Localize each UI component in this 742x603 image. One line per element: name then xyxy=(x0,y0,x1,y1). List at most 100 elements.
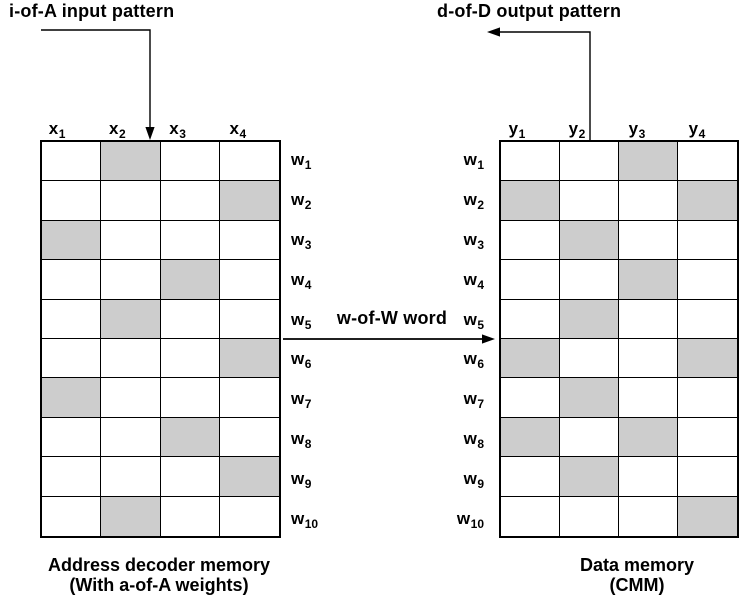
grid-cell xyxy=(219,260,279,300)
column-header-label: x1 xyxy=(48,119,66,141)
grid-cell xyxy=(101,260,161,300)
row-label: w7 xyxy=(428,379,484,419)
grid-cell xyxy=(160,181,220,221)
row-label-text: w9 xyxy=(463,468,484,491)
grid-cell xyxy=(501,339,560,379)
left-caption-line2: (With a-of-A weights) xyxy=(69,575,249,595)
grid-cell xyxy=(160,142,220,182)
grid-cell xyxy=(160,417,220,458)
grid-cell xyxy=(619,378,678,418)
column-header-label: y4 xyxy=(688,119,706,141)
row-label: w3 xyxy=(428,220,484,260)
left-grid-column-headers: x1 x2 x3 x4 xyxy=(27,110,268,141)
right-grid-caption: Data memory (CMM) xyxy=(517,555,742,595)
row-label-text: w1 xyxy=(291,150,312,173)
row-label-text: w5 xyxy=(291,309,312,332)
row-label-text: w2 xyxy=(291,190,312,213)
grid-cell xyxy=(560,417,619,458)
grid-cell xyxy=(501,417,560,458)
row-label: w4 xyxy=(428,259,484,299)
grid-cell xyxy=(219,417,279,458)
grid-cell xyxy=(101,299,161,339)
grid-cell xyxy=(160,496,220,536)
grid-cell xyxy=(101,417,161,458)
grid-cell xyxy=(42,299,102,339)
grid-cell xyxy=(501,299,560,339)
grid-cell xyxy=(219,496,279,536)
grid-cell xyxy=(619,496,678,536)
grid-cell xyxy=(219,142,279,182)
row-label: w3 xyxy=(291,220,337,260)
grid-cell xyxy=(160,299,220,339)
grid-cell xyxy=(101,181,161,221)
left-caption-line1: Address decoder memory xyxy=(47,555,271,575)
grid-cell xyxy=(501,260,560,300)
output-pattern-label: d-of-D output pattern xyxy=(437,1,622,21)
row-label-text: w4 xyxy=(291,269,312,292)
grid-cell xyxy=(501,378,560,418)
column-header-label: x4 xyxy=(229,119,247,141)
row-label-text: w10 xyxy=(291,508,319,531)
grid-cell xyxy=(678,299,737,339)
grid-cell xyxy=(678,142,737,182)
row-label-text: w7 xyxy=(291,389,312,412)
grid-cell xyxy=(42,339,102,379)
grid-cell xyxy=(560,339,619,379)
grid-cell xyxy=(42,378,102,418)
grid-cell xyxy=(619,339,678,379)
grid-cell xyxy=(219,299,279,339)
grid-cell xyxy=(501,496,560,536)
row-label: w5 xyxy=(428,299,484,339)
left-grid-caption: Address decoder memory (With a-of-A weig… xyxy=(38,555,280,595)
grid-cell xyxy=(219,339,279,379)
row-label: w7 xyxy=(291,379,337,419)
grid-cell xyxy=(501,220,560,261)
data-memory-grid xyxy=(499,140,739,538)
address-decoder-grid xyxy=(40,140,281,538)
row-label-text: w8 xyxy=(291,428,312,451)
grid-cell xyxy=(219,457,279,497)
grid-cell xyxy=(101,457,161,497)
column-header-label: y3 xyxy=(628,119,646,141)
grid-cell xyxy=(678,496,737,536)
row-label-text: w9 xyxy=(291,468,312,491)
grid-cell xyxy=(42,260,102,300)
row-label-text: w6 xyxy=(463,349,484,372)
right-grid-column-headers: y1 y2 y3 y4 xyxy=(487,110,727,141)
grid-cell xyxy=(101,220,161,261)
grid-cell xyxy=(101,339,161,379)
word-arrow-label: w-of-W word xyxy=(336,308,448,328)
row-label: w2 xyxy=(428,180,484,220)
grid-cell xyxy=(160,378,220,418)
grid-cell xyxy=(678,457,737,497)
grid-cell xyxy=(560,260,619,300)
column-header-label: y2 xyxy=(568,119,586,141)
grid-cell xyxy=(42,142,102,182)
row-label-text: w3 xyxy=(463,229,484,252)
grid-cell xyxy=(560,142,619,182)
column-header-label: y1 xyxy=(508,119,526,141)
grid-cell xyxy=(619,299,678,339)
grid-cell xyxy=(619,457,678,497)
grid-cell xyxy=(101,496,161,536)
row-label: w8 xyxy=(428,419,484,459)
column-header: y3 xyxy=(607,110,667,141)
column-header-label: x2 xyxy=(109,119,126,141)
grid-cell xyxy=(501,457,560,497)
grid-cell xyxy=(219,378,279,418)
column-header-label: x3 xyxy=(169,119,186,141)
row-label-text: w3 xyxy=(291,229,312,252)
grid-cell xyxy=(678,220,737,261)
column-header: y1 xyxy=(487,110,547,141)
grid-cell xyxy=(42,220,102,261)
grid-cell xyxy=(560,378,619,418)
right-caption-line2: (CMM) xyxy=(609,575,665,595)
grid-cell xyxy=(678,378,737,418)
row-label: w2 xyxy=(291,180,337,220)
row-label: w1 xyxy=(291,140,337,180)
grid-cell xyxy=(619,417,678,458)
grid-cell xyxy=(678,417,737,458)
grid-cell xyxy=(560,220,619,261)
row-label-text: w4 xyxy=(463,269,484,292)
row-label: w10 xyxy=(291,498,337,538)
